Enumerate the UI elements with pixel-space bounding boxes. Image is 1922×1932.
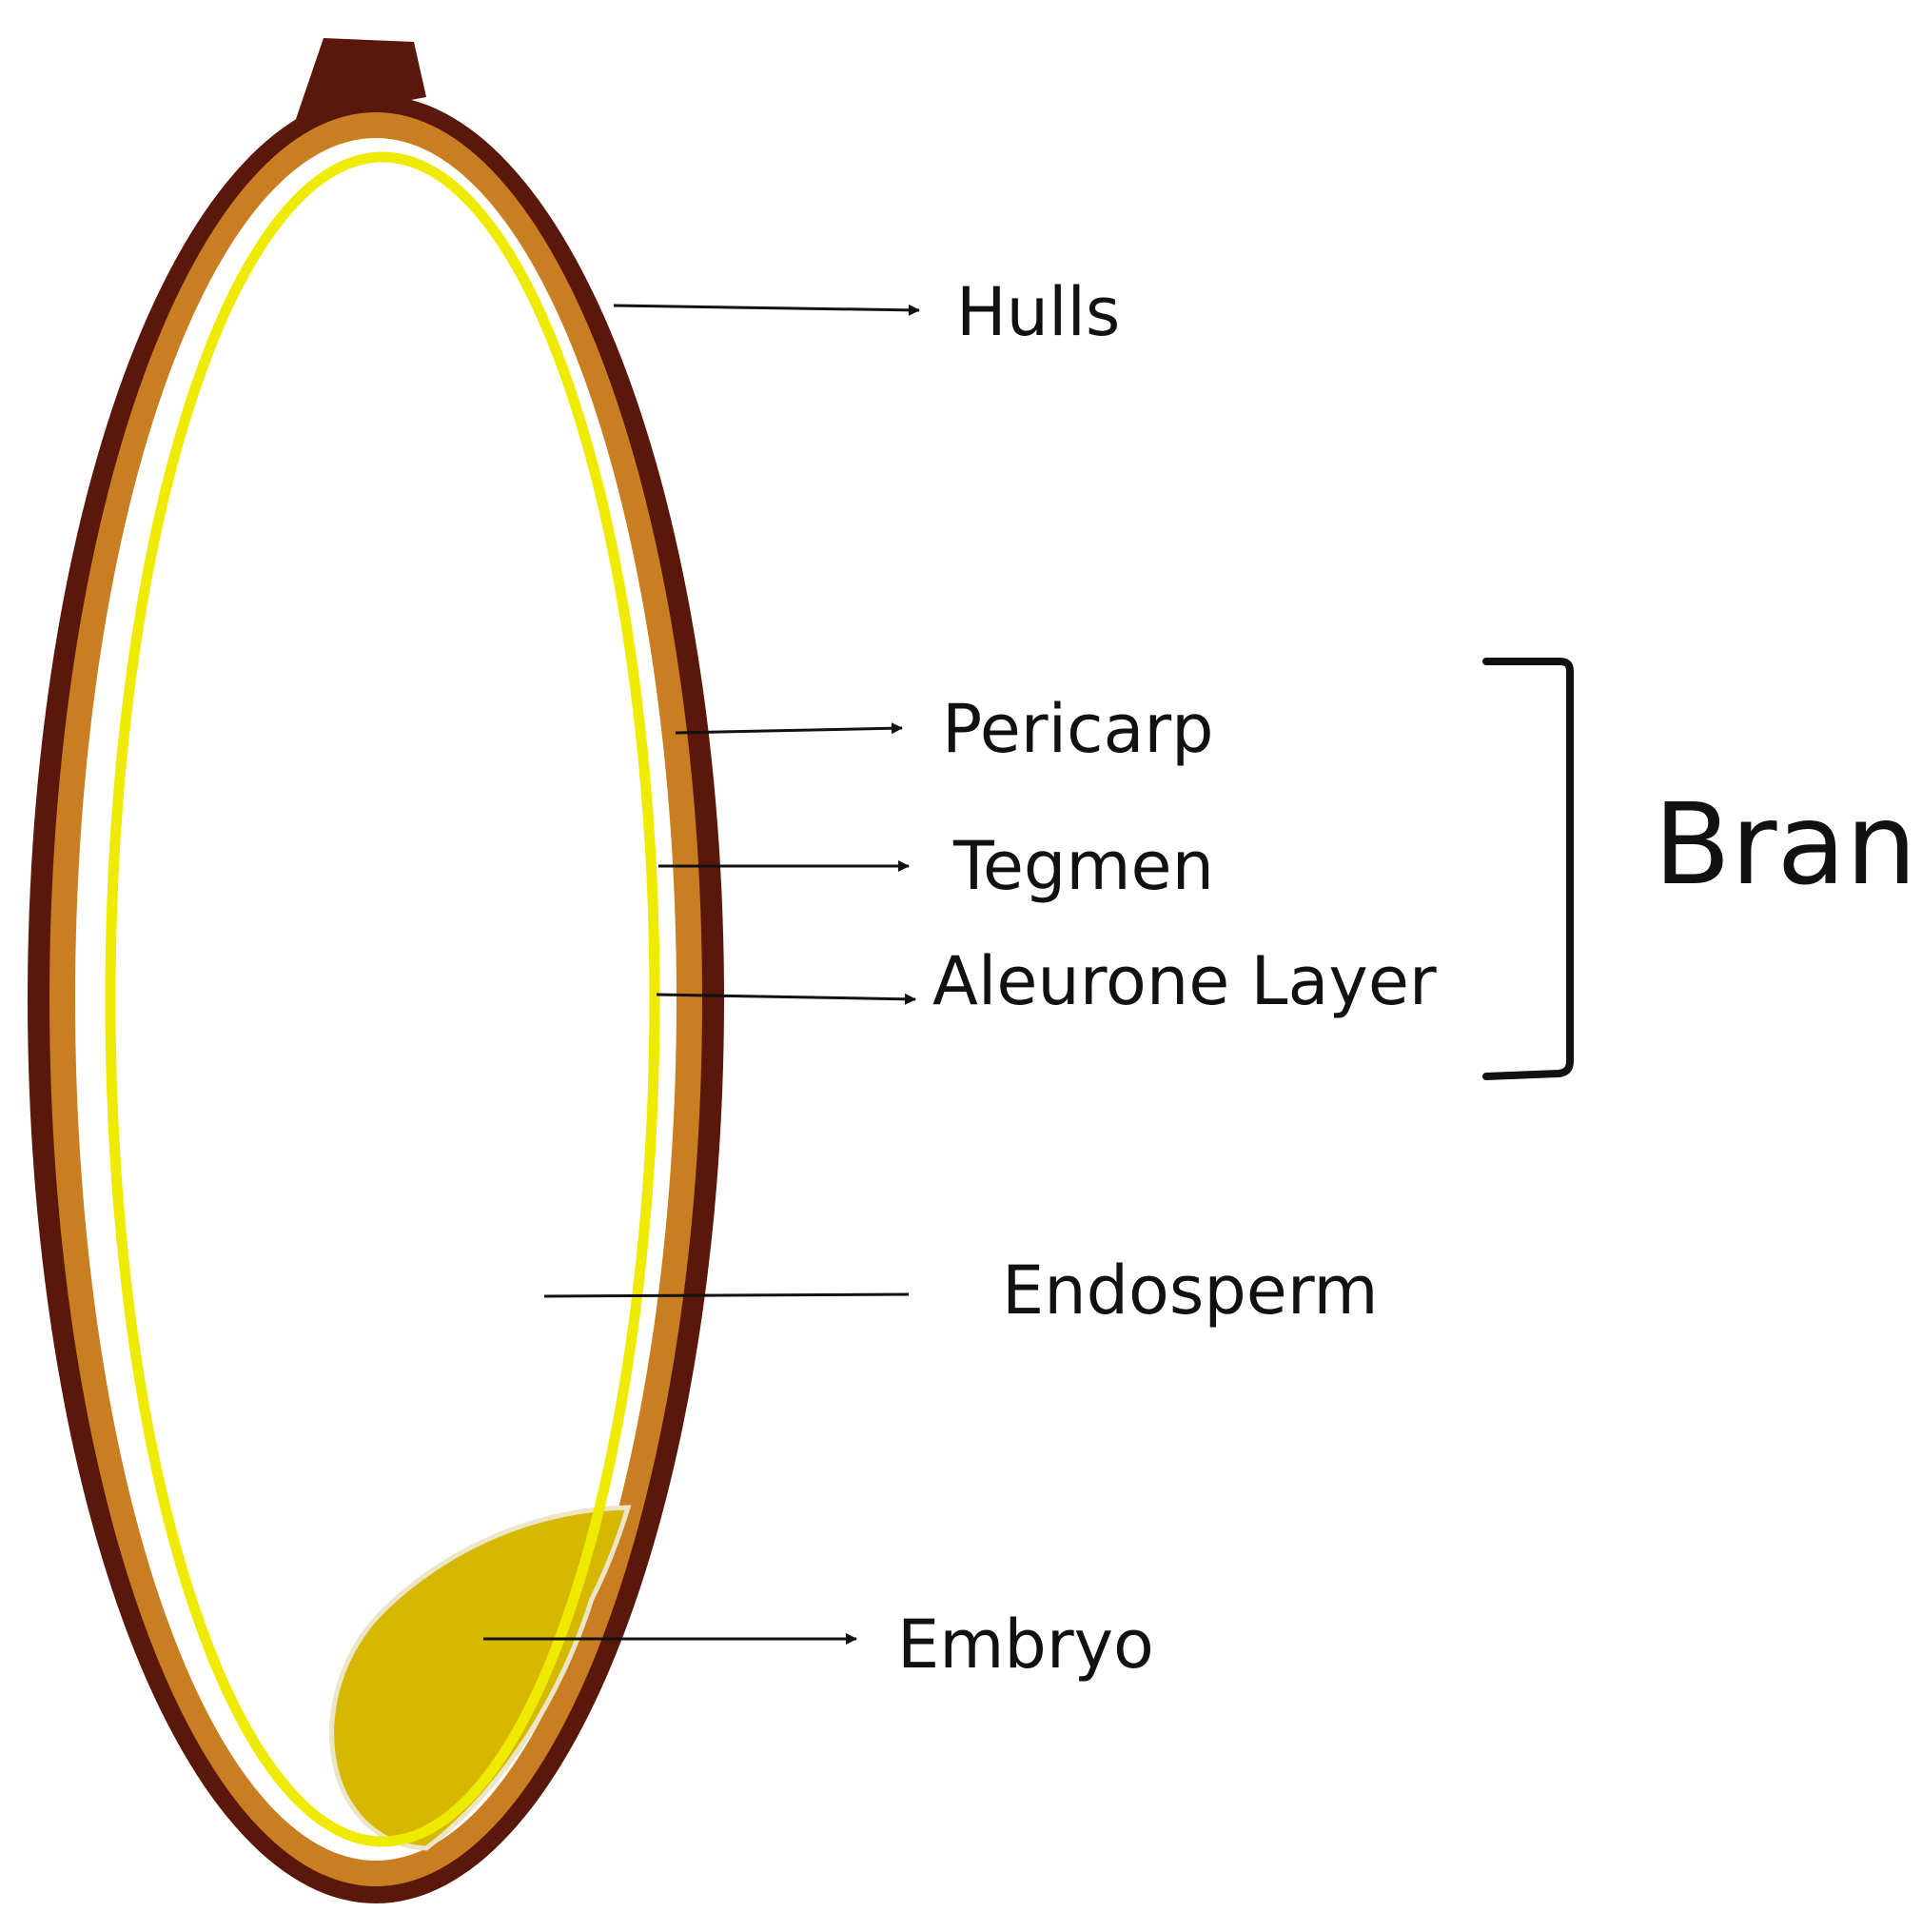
hulls-label: Hulls — [956, 273, 1120, 351]
pericarp-leader — [675, 722, 903, 735]
rice-grain — [28, 38, 724, 1903]
leader-lines — [483, 304, 920, 1645]
endosperm-label: Endosperm — [1002, 1252, 1379, 1330]
tegmen-layer — [75, 138, 677, 1861]
bran-bracket — [1482, 658, 1574, 1080]
embryo-label: Embryo — [897, 1606, 1154, 1684]
tegmen-label: Tegmen — [952, 827, 1214, 905]
endosperm-leader — [543, 1292, 910, 1298]
aleurone-layer — [105, 151, 660, 1847]
hulls-leader — [613, 304, 920, 316]
aleurone-leader — [656, 993, 916, 1005]
aleurone-label: Aleurone Layer — [932, 942, 1437, 1020]
bran-label: Bran — [1654, 779, 1917, 910]
labels: Hulls Pericarp Tegmen Aleurone Layer End… — [897, 273, 1917, 1684]
pericarp-label: Pericarp — [942, 690, 1214, 768]
embryo-shape — [329, 1505, 632, 1851]
